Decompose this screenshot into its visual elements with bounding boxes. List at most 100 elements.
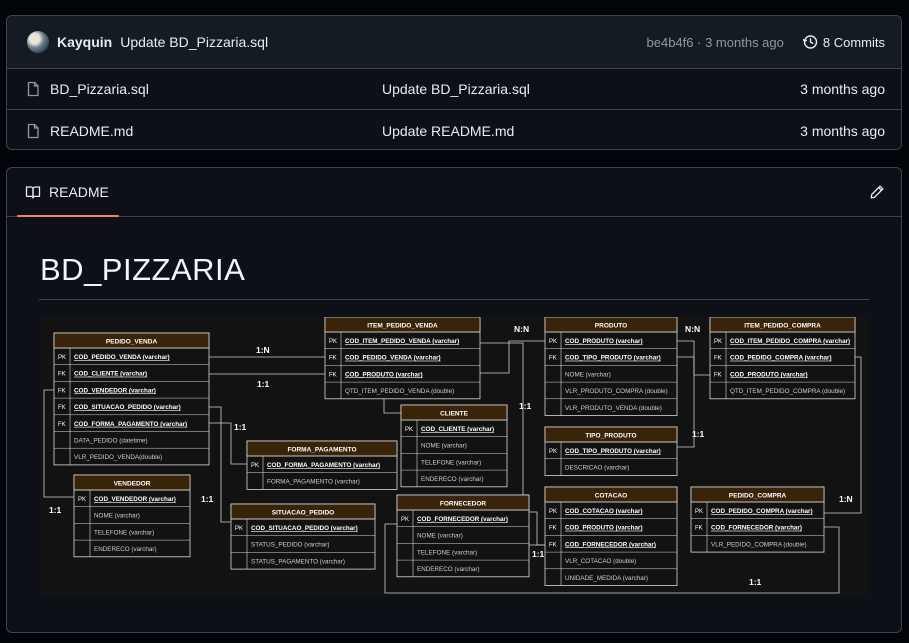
- attribute-label: COD_TIPO_PRODUTO (varchar): [565, 355, 661, 362]
- latest-commit-bar: Kayquin Update BD_Pizzaria.sql be4b4f6 ·…: [7, 16, 901, 69]
- entity-tipo-produto: TIPO_PRODUTO PK COD_TIPO_PRODUTO (varchar)…: [544, 426, 678, 476]
- commit-message[interactable]: Update BD_Pizzaria.sql: [120, 34, 269, 50]
- key-label: FK: [549, 526, 557, 532]
- entity-title: SITUACAO_PEDIDO: [272, 509, 334, 516]
- attribute-label: VLR_PRODUTO_VENDA (double): [565, 405, 662, 412]
- relationship-line: [480, 342, 545, 546]
- key-label: FK: [549, 542, 557, 548]
- file-row[interactable]: README.md Update README.md 3 months ago: [7, 110, 901, 149]
- entity-title: FORNECEDOR: [440, 500, 487, 507]
- cardinality-label: 1:1: [234, 422, 247, 432]
- entity-title: PEDIDO_VENDA: [106, 338, 158, 345]
- attribute-label: COD_CLIENTE (varchar): [74, 371, 147, 378]
- readme-header: README: [7, 168, 901, 217]
- attribute-label: ENDERECO (varchar): [421, 476, 484, 483]
- file-name[interactable]: BD_Pizzaria.sql: [50, 81, 149, 97]
- key-label: PK: [235, 526, 243, 532]
- file-commit-message[interactable]: Update README.md: [382, 122, 515, 139]
- entity-title: VENDEDOR: [114, 480, 151, 487]
- relationship-line: [43, 389, 74, 498]
- entity-cotacao: COTACAO PK COD_COTACAO (varchar) FK COD_PROD…: [544, 486, 678, 586]
- entity-title: PEDIDO_COMPRA: [729, 492, 787, 499]
- attribute-label: NOME (varchar): [417, 533, 463, 540]
- key-label: PK: [714, 339, 722, 345]
- commit-author[interactable]: Kayquin: [57, 34, 113, 50]
- attribute-label: STATUS_PEDIDO (varchar): [251, 542, 330, 549]
- attribute-label: VLR_COTACAO (double): [565, 558, 636, 565]
- file-row[interactable]: BD_Pizzaria.sql Update BD_Pizzaria.sql 3…: [7, 69, 901, 110]
- key-label: FK: [58, 388, 66, 394]
- relationship-line: [677, 356, 695, 448]
- attribute-label: ENDERECO (varchar): [417, 566, 480, 573]
- cardinality-label: N:N: [514, 324, 529, 334]
- key-label: PK: [401, 517, 409, 523]
- attribute-label: FORMA_PAGAMENTO (varchar): [267, 479, 360, 486]
- attribute-label: TELEFONE (varchar): [421, 459, 481, 466]
- attribute-label: NOME (varchar): [94, 513, 140, 520]
- attribute-label: COD_PEDIDO_COMPRA (varchar): [730, 355, 832, 362]
- key-label: FK: [329, 356, 337, 362]
- attribute-label: COD_FORNECEDOR (varchar): [417, 516, 508, 523]
- key-label: PK: [58, 355, 66, 361]
- relationship-line: [209, 422, 247, 465]
- attribute-label: COD_CLIENTE (varchar): [421, 426, 494, 433]
- attribute-label: TELEFONE (varchar): [94, 529, 154, 536]
- commit-hash[interactable]: be4b4f6: [646, 34, 694, 50]
- relationship-line: [529, 511, 545, 546]
- attribute-label: COD_TIPO_PRODUTO (varchar): [565, 448, 661, 455]
- key-label: FK: [329, 372, 337, 378]
- edit-readme-button[interactable]: [869, 184, 885, 200]
- book-icon: [25, 186, 41, 199]
- entity-title: TIPO_PRODUTO: [585, 432, 636, 439]
- attribute-label: NOME (varchar): [565, 371, 611, 378]
- file-commit-message[interactable]: Update BD_Pizzaria.sql: [382, 81, 530, 97]
- attribute-label: COD_SITUACAO_PEDIDO (varchar): [74, 404, 181, 411]
- entity-title: PRODUTO: [595, 322, 627, 329]
- key-label: FK: [714, 372, 722, 378]
- entity-title: COTACAO: [595, 492, 627, 499]
- cardinality-label: 1:1: [49, 505, 62, 515]
- history-icon: [802, 35, 818, 49]
- er-diagram: PEDIDO_VENDA PK COD_PEDIDO_VENDA (varchar)…: [43, 317, 862, 594]
- attribute-label: QTD_ITEM_PEDIDO_COMPRA (double): [730, 388, 845, 395]
- attribute-label: COD_FORMA_PAGAMENTO (varchar): [74, 421, 187, 428]
- attribute-label: COD_FORNECEDOR (varchar): [565, 541, 656, 548]
- key-label: PK: [549, 509, 557, 515]
- relationship-line: [677, 340, 710, 376]
- attribute-label: COD_VENDEDOR (varchar): [74, 387, 156, 394]
- tab-readme-label: README: [49, 184, 109, 200]
- key-label: PK: [251, 463, 259, 469]
- key-label: PK: [405, 427, 413, 433]
- attribute-label: VLR_PEDIDO_VENDA(double): [74, 454, 162, 461]
- attribute-label: COD_PRODUTO (varchar): [565, 338, 643, 345]
- attribute-label: TELEFONE (varchar): [417, 549, 477, 556]
- cardinality-label: 1:1: [692, 429, 705, 439]
- entity-title: CLIENTE: [440, 410, 468, 417]
- attribute-label: COD_PEDIDO_COMPRA (varchar): [711, 508, 813, 515]
- key-label: PK: [329, 339, 337, 345]
- attribute-label: COD_PEDIDO_VENDA (varchar): [74, 354, 170, 361]
- er-diagram-image: PEDIDO_VENDA PK COD_PEDIDO_VENDA (varchar)…: [39, 317, 869, 595]
- file-name[interactable]: README.md: [50, 122, 134, 139]
- attribute-label: COD_COTACAO (varchar): [565, 508, 643, 515]
- attribute-label: COD_FORMA_PAGAMENTO (varchar): [267, 462, 380, 469]
- commits-link[interactable]: 8 Commits: [802, 34, 885, 50]
- tab-readme[interactable]: README: [17, 168, 119, 217]
- entity-title: ITEM_PEDIDO_COMPRA: [744, 322, 821, 329]
- relationship-line: [209, 406, 231, 523]
- attribute-label: COD_ITEM_PEDIDO_VENDA (varchar): [345, 338, 459, 345]
- relationship-line: [480, 340, 545, 374]
- commits-count: 8 Commits: [822, 34, 885, 50]
- avatar[interactable]: [27, 31, 49, 53]
- attribute-label: COD_PRODUTO (varchar): [565, 525, 643, 532]
- attribute-label: COD_PEDIDO_VENDA (varchar): [345, 355, 441, 362]
- attribute-label: ENDERECO (varchar): [94, 546, 157, 553]
- key-label: PK: [549, 449, 557, 455]
- key-label: PK: [78, 497, 86, 503]
- attribute-label: VLR_PRODUTO_COMPRA (double): [565, 388, 668, 395]
